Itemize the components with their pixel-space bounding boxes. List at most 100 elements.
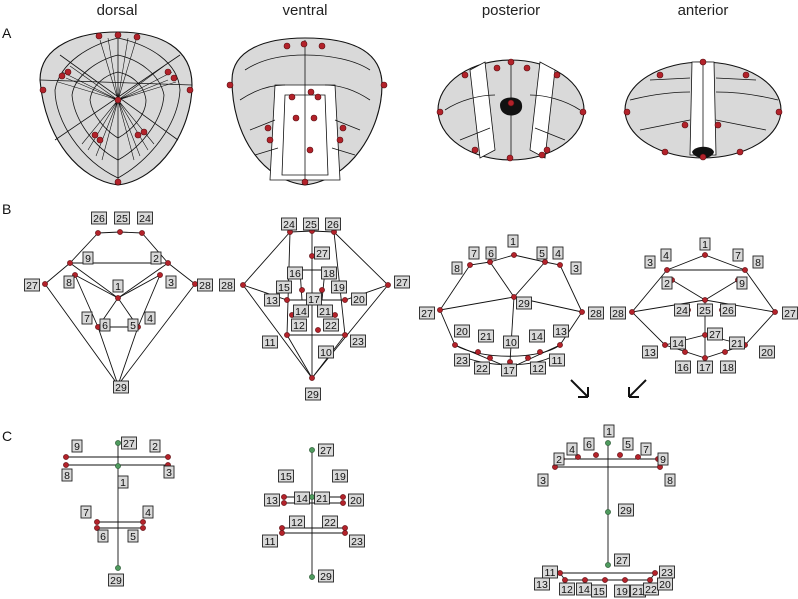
landmark-number: 29 — [620, 505, 632, 517]
landmark-label: 26 — [720, 303, 736, 317]
landmark-number: 12 — [291, 517, 303, 529]
landmark-number: 4 — [555, 248, 561, 260]
landmark-number: 25 — [699, 305, 711, 317]
landmark-number: 9 — [660, 454, 666, 466]
landmark-label: 14 — [293, 304, 309, 318]
landmark-number: 13 — [555, 326, 567, 338]
landmark-number: 14 — [296, 493, 308, 505]
landmark-number: 17 — [503, 365, 515, 377]
landmark-label: 20 — [348, 493, 364, 507]
landmark-number: 4 — [147, 313, 153, 325]
landmark-label: 13 — [642, 345, 658, 359]
landmark-label: 13 — [264, 293, 280, 307]
landmark-number: 19 — [334, 471, 346, 483]
landmark-label: 19 — [331, 280, 347, 294]
landmark-label: 7 — [468, 246, 480, 260]
landmark-number: 10 — [320, 347, 332, 359]
landmark-number: 25 — [116, 213, 128, 225]
landmark-label: 28 — [588, 306, 604, 320]
landmark-number: 16 — [289, 268, 301, 280]
landmark-number: 23 — [352, 336, 364, 348]
landmark-label: 6 — [485, 246, 497, 260]
landmark-label: 10 — [503, 335, 519, 349]
landmark-label: 19 — [614, 584, 630, 598]
landmark-number: 8 — [64, 470, 70, 482]
landmark-number: 13 — [644, 347, 656, 359]
title-ventral: ventral — [282, 2, 327, 19]
title-anterior: anterior — [678, 2, 729, 19]
landmark-label: 14 — [294, 491, 310, 505]
landmark-number: 24 — [139, 213, 151, 225]
landmark-label: 4 — [142, 505, 154, 519]
landmark-number: 14 — [672, 338, 684, 350]
landmark-label: 28 — [219, 278, 235, 292]
landmark-number: 1 — [702, 239, 708, 251]
landmark-label: 29 — [113, 380, 129, 394]
landmark-number: 14 — [531, 331, 543, 343]
landmark-label: 27 — [614, 553, 630, 567]
landmark-label: 12 — [559, 582, 575, 596]
configuration-ventral — [279, 447, 348, 580]
landmark-label: 8 — [63, 275, 75, 289]
landmark-label: 20 — [351, 292, 367, 306]
row-label-a: A — [2, 25, 12, 41]
landmark-number: 5 — [625, 439, 631, 451]
landmark-label: 4 — [660, 248, 672, 262]
landmark-label: 11 — [262, 335, 278, 349]
landmark-label: 20 — [759, 345, 775, 359]
landmark-label: 15 — [278, 469, 294, 483]
landmark-number: 10 — [505, 337, 517, 349]
landmark-number: 29 — [110, 575, 122, 587]
row-label-c: C — [2, 428, 12, 444]
landmark-label: 27 — [419, 306, 435, 320]
landmark-label: 8 — [451, 261, 463, 275]
landmark-number: 17 — [308, 294, 320, 306]
landmark-number: 27 — [123, 438, 135, 450]
landmark-number: 8 — [454, 263, 460, 275]
landmark-number: 2 — [664, 278, 670, 290]
landmark-label: 23 — [659, 565, 675, 579]
landmark-number: 7 — [735, 250, 741, 262]
landmark-label: 3 — [163, 465, 175, 479]
landmark-label: 13 — [534, 577, 550, 591]
landmark-label: 8 — [752, 255, 764, 269]
landmark-number: 25 — [305, 219, 317, 231]
landmark-number: 11 — [552, 355, 563, 367]
landmark-number: 29 — [307, 389, 319, 401]
landmark-number: 23 — [661, 567, 673, 579]
landmark-label: 5 — [127, 529, 139, 543]
landmark-number: 19 — [616, 586, 628, 598]
landmark-label: 29 — [108, 573, 124, 587]
landmark-number: 7 — [643, 444, 649, 456]
landmark-label: 16 — [287, 266, 303, 280]
landmark-number: 8 — [755, 257, 761, 269]
configuration-dorsal — [63, 440, 171, 571]
landmark-label: 6 — [99, 318, 111, 332]
landmark-number: 2 — [153, 253, 159, 265]
landmark-label: 24 — [674, 303, 690, 317]
landmark-number: 22 — [324, 517, 336, 529]
landmark-number: 27 — [421, 308, 433, 320]
landmark-label: 29 — [516, 296, 532, 310]
shell-ventral — [226, 37, 388, 186]
landmark-label: 21 — [314, 491, 330, 505]
landmark-number: 28 — [590, 308, 602, 320]
landmark-number: 4 — [663, 250, 669, 262]
landmark-number: 3 — [540, 475, 546, 487]
landmark-number: 14 — [578, 584, 590, 596]
landmark-label: 3 — [165, 275, 177, 289]
landmark-label: 8 — [664, 473, 676, 487]
landmark-label: 6 — [583, 437, 595, 451]
landmark-number: 27 — [396, 277, 408, 289]
landmark-number: 5 — [130, 320, 136, 332]
landmark-number: 5 — [539, 248, 545, 260]
landmark-number: 7 — [83, 507, 89, 519]
landmark-number: 23 — [456, 355, 468, 367]
arrow-down-right-icon — [570, 379, 589, 398]
landmark-number: 26 — [93, 213, 105, 225]
landmark-number: 12 — [293, 320, 305, 332]
network-dorsal — [42, 229, 198, 388]
landmark-label: 6 — [97, 529, 109, 543]
landmark-number: 18 — [722, 362, 734, 374]
